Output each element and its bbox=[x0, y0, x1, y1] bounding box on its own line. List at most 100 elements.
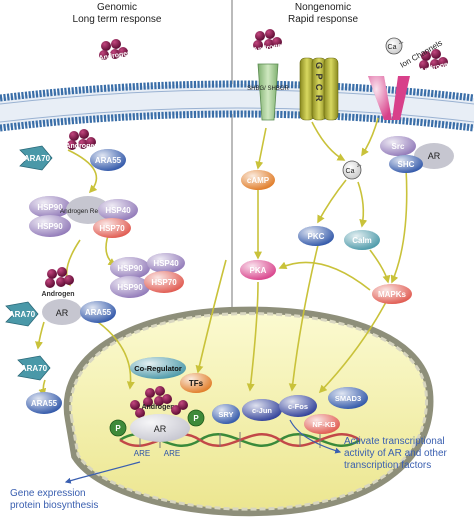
svg-text:HSP70: HSP70 bbox=[99, 224, 125, 233]
src-shc-ar-complex: AR Src SHC bbox=[380, 136, 454, 173]
phospho-right: P bbox=[187, 409, 205, 427]
svg-text:Androgen: Androgen bbox=[65, 143, 98, 150]
arrow-mapks-to-nucleus bbox=[318, 301, 387, 394]
svg-text:Androgen: Androgen bbox=[41, 291, 74, 298]
svg-text:ARA55: ARA55 bbox=[85, 308, 112, 317]
genomic-subtitle: Long term response bbox=[73, 14, 162, 25]
arrow-ca-to-calm bbox=[357, 181, 368, 228]
arrow-mapks-to-pka bbox=[278, 261, 371, 291]
androgen-dimer-left bbox=[130, 400, 188, 418]
arrow-calm-to-tfs bbox=[195, 259, 227, 374]
svg-text:SHBG/ SHBGR: SHBG/ SHBGR bbox=[247, 86, 289, 92]
arrow-calm-to-mapks bbox=[369, 249, 391, 284]
arrow-src-to-mapks bbox=[390, 167, 408, 284]
svg-text:P: P bbox=[193, 414, 199, 423]
svg-text:HSP90: HSP90 bbox=[37, 222, 63, 231]
androgen-receptor-complex: HSP90 HSP90 Androgen Receptor HSP40 HSP7… bbox=[29, 196, 138, 238]
androgen-clusters: Androgen Androgen Androgen Androgen Andr… bbox=[41, 29, 453, 298]
ara55-bottom: ARA55 bbox=[26, 392, 62, 414]
svg-text:SMAD3: SMAD3 bbox=[335, 394, 361, 403]
camp-node: cAMP bbox=[241, 170, 275, 190]
svg-text:ARA70: ARA70 bbox=[21, 364, 48, 373]
svg-text:ARE: ARE bbox=[164, 449, 180, 458]
mapks-node: MAPKs bbox=[372, 284, 412, 304]
gpcr-receptor: G P C R bbox=[299, 57, 339, 121]
svg-text:2+: 2+ bbox=[399, 40, 404, 45]
svg-text:HSP90: HSP90 bbox=[117, 283, 143, 292]
ca-ion-inside: Ca 2+ bbox=[342, 160, 362, 180]
svg-text:HSP40: HSP40 bbox=[153, 259, 179, 268]
svg-text:HSP90: HSP90 bbox=[37, 203, 63, 212]
cell-membrane bbox=[0, 80, 474, 132]
arrow-pka-to-nucleus bbox=[246, 281, 259, 392]
svg-text:G P C R: G P C R bbox=[314, 62, 324, 102]
svg-text:ARA70: ARA70 bbox=[24, 154, 51, 163]
nfkb-node: NF-KB bbox=[304, 414, 340, 434]
hsp-released-complex: HSP90 HSP90 HSP40 HSP70 bbox=[110, 253, 185, 298]
ara70-bottom: ARA70 bbox=[17, 355, 51, 381]
arrow-pkc-to-nucleus bbox=[288, 244, 319, 392]
svg-text:PKA: PKA bbox=[250, 266, 267, 275]
pkc-node: PKC bbox=[298, 226, 334, 246]
sry-node: SRY bbox=[212, 404, 240, 424]
nuclear-contents: Co-Regulator TFs Androgen AR P P bbox=[109, 357, 368, 458]
arrow-shbg-to-camp bbox=[255, 127, 267, 170]
ar-dimer-nucleus: AR bbox=[130, 414, 190, 442]
svg-text:Src: Src bbox=[392, 142, 405, 151]
svg-text:MAPKs: MAPKs bbox=[378, 290, 407, 299]
calm-node: Calm bbox=[344, 230, 380, 250]
gene-expression-text-1: Gene expression bbox=[10, 488, 86, 499]
svg-text:cAMP: cAMP bbox=[247, 176, 270, 185]
svg-text:ARA55: ARA55 bbox=[31, 399, 58, 408]
svg-text:ARE: ARE bbox=[134, 449, 150, 458]
ca-ion-outside: Ca 2+ bbox=[385, 37, 404, 55]
arrow-ca-to-pkc bbox=[317, 179, 347, 224]
membrane-receptors: SHBG/ SHBGR G P C R Ion Channels Ca 2+ C… bbox=[247, 37, 444, 180]
svg-text:Ca: Ca bbox=[346, 168, 355, 175]
androgen-molecule-4: Androgen bbox=[419, 49, 453, 75]
gene-expression-text-2: protein biosynthesis bbox=[10, 500, 98, 511]
svg-text:TFs: TFs bbox=[189, 379, 204, 388]
svg-text:SRY: SRY bbox=[218, 410, 233, 419]
shbg-receptor: SHBG/ SHBGR bbox=[247, 63, 289, 121]
svg-text:HSP40: HSP40 bbox=[105, 206, 131, 215]
gene-expression-arrow bbox=[64, 461, 141, 484]
androgen-molecule-3: Androgen bbox=[253, 29, 286, 54]
svg-text:Co-Regulator: Co-Regulator bbox=[134, 364, 182, 373]
nongenomic-proteins: AR Src SHC cAMP PKC Calm PKA MAPKs bbox=[240, 136, 454, 304]
activate-text-3: transcription factors bbox=[344, 460, 431, 471]
arrow-ar-to-ara70 bbox=[35, 321, 45, 350]
svg-text:NF-KB: NF-KB bbox=[312, 420, 336, 429]
arrow-ar-to-nucleus bbox=[97, 321, 135, 390]
androgen-molecule-nucleus: Androgen bbox=[141, 386, 175, 411]
co-regulator-node: Co-Regulator bbox=[130, 357, 186, 379]
are-labels: ARE ARE bbox=[134, 449, 180, 458]
svg-text:Ca: Ca bbox=[388, 44, 397, 51]
activate-text-1: Activate transcriptional bbox=[344, 436, 445, 447]
svg-text:ARA55: ARA55 bbox=[95, 156, 122, 165]
arrow-androgen-receptor-down bbox=[67, 149, 98, 194]
svg-text:HSP90: HSP90 bbox=[117, 264, 143, 273]
svg-text:Androgen Receptor: Androgen Receptor bbox=[60, 208, 117, 215]
genomic-proteins: ARA70 ARA55 HSP90 HSP90 Androgen Recepto… bbox=[5, 145, 185, 414]
nongenomic-subtitle: Rapid response bbox=[288, 14, 358, 25]
svg-text:ARA70: ARA70 bbox=[9, 310, 36, 319]
svg-text:Calm: Calm bbox=[352, 236, 372, 245]
activate-text-2: activity of AR and other bbox=[344, 448, 448, 459]
genomic-title: Genomic bbox=[97, 2, 137, 13]
svg-text:AR: AR bbox=[154, 424, 167, 434]
svg-text:c-Fos: c-Fos bbox=[288, 402, 308, 411]
smad3-node: SMAD3 bbox=[328, 387, 368, 409]
svg-text:HSP70: HSP70 bbox=[151, 278, 177, 287]
androgen-molecule-2: Androgen bbox=[65, 129, 99, 150]
phospho-left: P bbox=[109, 419, 127, 437]
ara55-top: ARA55 bbox=[90, 149, 126, 171]
svg-text:Androgen: Androgen bbox=[141, 404, 174, 411]
pka-node: PKA bbox=[240, 260, 276, 280]
activate-arrow bbox=[289, 419, 342, 454]
svg-text:SHC: SHC bbox=[398, 160, 415, 169]
cjun-node: c-Jun bbox=[242, 399, 282, 421]
svg-text:2+: 2+ bbox=[357, 163, 362, 168]
